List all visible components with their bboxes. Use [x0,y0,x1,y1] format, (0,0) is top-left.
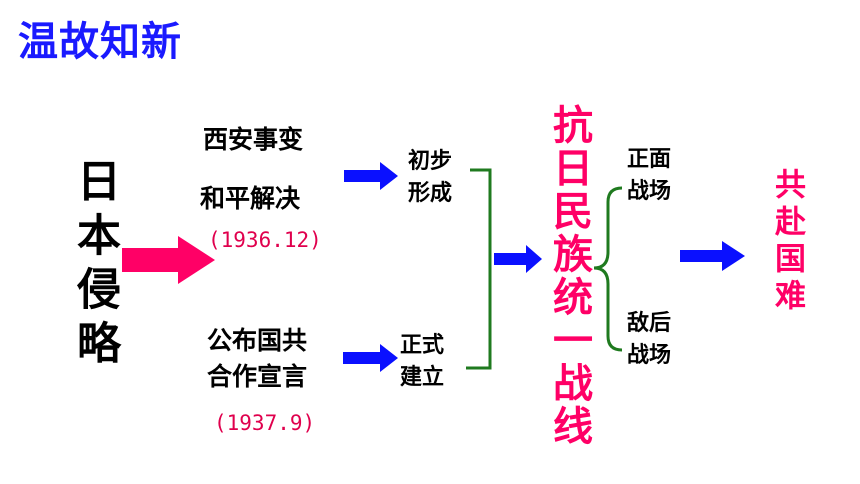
event-xian-date: (1936.12) [208,228,322,252]
event-xian-line2: 和平解决 [200,184,301,213]
page-title: 温故知新 [18,19,182,65]
event-decl-line1: 公布国共 [207,326,308,355]
arrow-to-united-front [494,245,542,273]
result-label: 共赴国难 [769,168,805,316]
arrow-to-result [680,241,745,271]
battlefield-rear-line2: 战场 [627,343,672,368]
stage-formal-line2: 建立 [400,365,445,390]
arrow-to-formal [343,344,398,372]
green-curly-brace [593,186,623,352]
cause-arrow [122,236,215,284]
stage-formal-line1: 正式 [400,333,445,358]
battlefield-front-line2: 战场 [627,179,672,204]
green-bracket [466,168,492,370]
cause-label: 日本侵略 [69,158,120,374]
event-decl-date: (1937.9) [214,411,316,435]
event-decl-line2: 合作宣言 [207,362,308,391]
arrow-to-initial [344,162,398,190]
battlefield-front-line1: 正面 [627,147,672,172]
battlefield-rear-line1: 敌后 [627,311,672,336]
stage-initial-line2: 形成 [408,181,453,206]
united-front-label: 抗日民族统一战线 [546,104,592,448]
stage-initial-line1: 初步 [408,149,453,174]
event-xian-line1: 西安事变 [203,125,304,154]
